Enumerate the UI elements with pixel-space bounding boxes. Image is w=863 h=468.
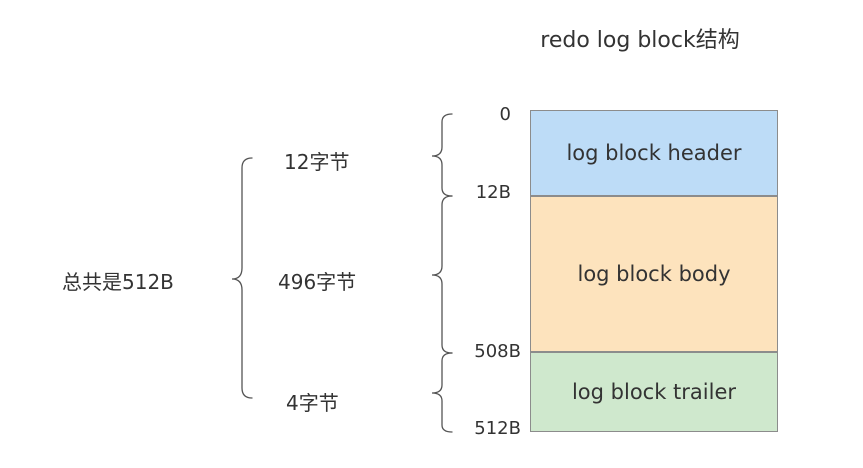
- offset-start-label: 0: [499, 104, 511, 125]
- diagram-title: redo log block结构: [540, 28, 740, 53]
- log-block-body-label: log block body: [577, 262, 731, 286]
- log-block-body: log block body: [530, 196, 778, 352]
- trailer-brace: [431, 352, 453, 433]
- log-block-trailer-label: log block trailer: [571, 380, 737, 404]
- offset-trailer-end-label: 512B: [474, 418, 521, 439]
- total-size-label: 总共是512B: [62, 270, 174, 294]
- header-size-label: 12字节: [284, 150, 350, 174]
- log-block-header-label: log block header: [566, 141, 742, 165]
- log-block-trailer: log block trailer: [530, 352, 778, 432]
- body-size-label: 496字节: [278, 270, 357, 294]
- body-brace: [431, 195, 453, 354]
- offset-body-end-label: 508B: [474, 341, 521, 362]
- header-brace: [431, 113, 453, 197]
- offset-header-end-label: 12B: [475, 182, 511, 203]
- log-block-header: log block header: [530, 110, 778, 196]
- total-brace: [231, 157, 253, 399]
- trailer-size-label: 4字节: [286, 391, 339, 415]
